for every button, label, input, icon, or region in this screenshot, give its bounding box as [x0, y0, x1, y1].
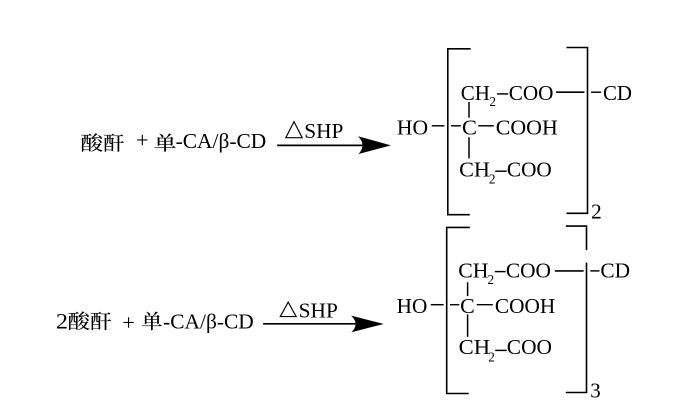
- svg-text:+: +: [122, 310, 134, 335]
- svg-text:C: C: [460, 294, 475, 318]
- svg-text:COO: COO: [509, 81, 554, 105]
- svg-text:3: 3: [590, 378, 601, 402]
- svg-text:COOH: COOH: [496, 116, 558, 140]
- svg-text:COO: COO: [506, 258, 551, 282]
- svg-text:SHP: SHP: [299, 298, 338, 322]
- svg-text:SHP: SHP: [304, 119, 343, 143]
- svg-text:2: 2: [489, 172, 496, 187]
- svg-text:CH: CH: [458, 258, 488, 282]
- svg-text:COO: COO: [507, 335, 552, 359]
- svg-text:+: +: [136, 128, 148, 153]
- svg-text:HO: HO: [397, 116, 428, 140]
- svg-text:C: C: [462, 116, 477, 140]
- svg-text:CH: CH: [459, 335, 490, 359]
- svg-text:-CA/β-CD: -CA/β-CD: [163, 309, 254, 333]
- svg-text:CD: CD: [600, 258, 630, 282]
- svg-text:CH: CH: [459, 158, 490, 182]
- svg-text:2: 2: [591, 199, 602, 223]
- svg-text:2: 2: [489, 94, 496, 109]
- svg-text:2: 2: [488, 272, 495, 287]
- svg-text:HO: HO: [397, 294, 428, 318]
- svg-text:2: 2: [488, 350, 495, 365]
- svg-text:COO: COO: [507, 158, 552, 182]
- svg-text:2: 2: [56, 309, 68, 334]
- svg-text:CH: CH: [461, 81, 490, 105]
- svg-text:COOH: COOH: [495, 294, 555, 318]
- svg-text:CD: CD: [603, 81, 632, 105]
- svg-text:-CA/β-CD: -CA/β-CD: [176, 129, 267, 153]
